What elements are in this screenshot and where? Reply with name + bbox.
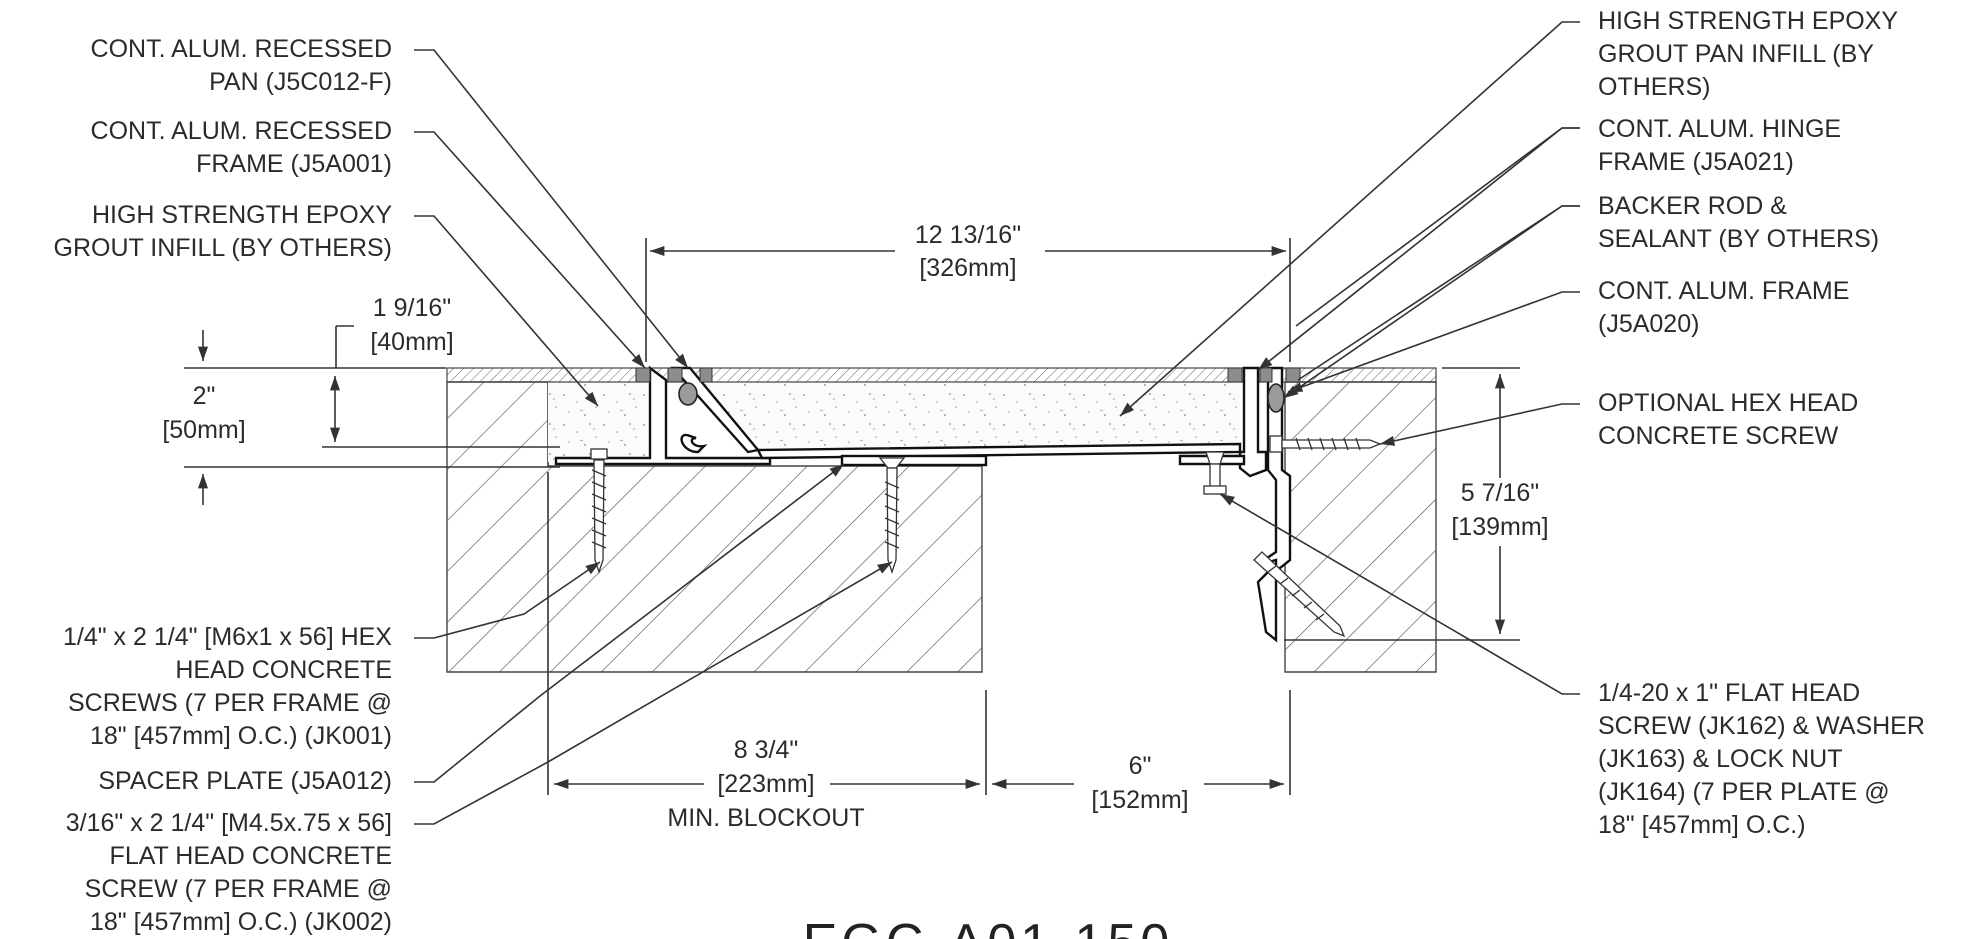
sealant-right-1 bbox=[1227, 367, 1243, 383]
backer-rod-left bbox=[678, 382, 698, 406]
callout-hex-screws-line-1: 1/4" x 2 1/4" [M6x1 x 56] HEX bbox=[63, 623, 392, 651]
dim-overall-width-in: 12 13/16" bbox=[915, 221, 1021, 249]
spacer-plate bbox=[840, 454, 988, 467]
callout-hex-head-screw: OPTIONAL HEX HEAD CONCRETE SCREW bbox=[1598, 389, 1858, 450]
dim-recess-depth-in: 1 9/16" bbox=[373, 294, 451, 322]
epoxy-grout-pan-infill bbox=[700, 382, 1240, 450]
callout-hex-head-screw-line-2: CONCRETE SCREW bbox=[1598, 422, 1839, 450]
callout-backer-rod: BACKER ROD & SEALANT (BY OTHERS) bbox=[1598, 192, 1879, 253]
sealant-left-2 bbox=[667, 367, 683, 383]
dim-frame-depth-in: 5 7/16" bbox=[1461, 479, 1539, 507]
callout-pan-infill: HIGH STRENGTH EPOXY GROUT PAN INFILL (BY… bbox=[1598, 7, 1898, 101]
dim-overall-width-mm: [326mm] bbox=[919, 254, 1016, 282]
callout-alum-frame: CONT. ALUM. FRAME (J5A020) bbox=[1598, 277, 1849, 338]
sealant-left-3 bbox=[699, 367, 713, 383]
callout-epoxy-grout: HIGH STRENGTH EPOXY GROUT INFILL (BY OTH… bbox=[54, 201, 393, 262]
callout-recessed-pan-line-2: PAN (J5C012-F) bbox=[209, 68, 392, 96]
backer-rod-right bbox=[1267, 383, 1285, 413]
callout-recessed-frame: CONT. ALUM. RECESSED FRAME (J5A001) bbox=[91, 117, 392, 178]
angled-hex-head-concrete-screw bbox=[1253, 551, 1346, 638]
dimension-recess-depth bbox=[184, 325, 560, 505]
callout-alum-frame-line-1: CONT. ALUM. FRAME bbox=[1598, 277, 1849, 305]
dimension-frame-depth bbox=[1284, 367, 1556, 641]
dim-side-depth-mm: [50mm] bbox=[162, 416, 245, 444]
callout-epoxy-grout-line-2: GROUT INFILL (BY OTHERS) bbox=[54, 234, 392, 262]
callout-recessed-frame-line-1: CONT. ALUM. RECESSED bbox=[91, 117, 392, 145]
dim-blockout-mm: [223mm] bbox=[717, 770, 814, 798]
dim-gap-in: 6" bbox=[1129, 752, 1152, 780]
callout-pan-infill-line-1: HIGH STRENGTH EPOXY bbox=[1598, 7, 1898, 35]
flat-head-concrete-screw bbox=[878, 457, 906, 575]
optional-hex-head-concrete-screw bbox=[1269, 435, 1382, 453]
dim-recess-depth-mm: [40mm] bbox=[370, 328, 453, 356]
callout-spacer-plate: SPACER PLATE (J5A012) bbox=[98, 767, 392, 795]
callout-flat-head-screws: 3/16" x 2 1/4" [M4.5x.75 x 56] FLAT HEAD… bbox=[66, 809, 392, 936]
callout-spacer-plate-line-1: SPACER PLATE (J5A012) bbox=[98, 767, 392, 795]
callout-flat-head-screws-line-4: 18" [457mm] O.C.) (JK002) bbox=[90, 908, 392, 936]
sealant-right-3 bbox=[1285, 367, 1301, 383]
callout-flat-head-screw-washer-line-5: 18" [457mm] O.C.) bbox=[1598, 811, 1806, 839]
hex-head-concrete-screw-left bbox=[590, 448, 608, 575]
dim-side-depth-in: 2" bbox=[193, 382, 216, 410]
callout-flat-head-screw-washer-line-4: (JK164) (7 PER PLATE @ bbox=[1598, 778, 1890, 806]
callout-epoxy-grout-line-1: HIGH STRENGTH EPOXY bbox=[92, 201, 392, 229]
callout-recessed-pan: CONT. ALUM. RECESSED PAN (J5C012-F) bbox=[91, 35, 392, 96]
callout-hex-screws-line-3: SCREWS (7 PER FRAME @ bbox=[68, 689, 392, 717]
callout-pan-infill-line-3: OTHERS) bbox=[1598, 73, 1711, 101]
callout-pan-infill-line-2: GROUT PAN INFILL (BY bbox=[1598, 40, 1874, 68]
dim-gap-mm: [152mm] bbox=[1091, 786, 1188, 814]
concrete-slab-right bbox=[1284, 381, 1437, 673]
dim-blockout-in: 8 3/4" bbox=[734, 736, 798, 764]
dim-blockout-note: MIN. BLOCKOUT bbox=[667, 804, 864, 832]
callout-recessed-frame-line-2: FRAME (J5A001) bbox=[196, 150, 392, 178]
callout-hex-head-screw-line-1: OPTIONAL HEX HEAD bbox=[1598, 389, 1858, 417]
callout-flat-head-screw-washer: 1/4-20 x 1" FLAT HEAD SCREW (JK162) & WA… bbox=[1598, 679, 1925, 839]
callout-hex-screws-line-4: 18" [457mm] O.C.) (JK001) bbox=[90, 722, 392, 750]
callout-hinge-frame: CONT. ALUM. HINGE FRAME (J5A021) bbox=[1598, 115, 1841, 176]
callout-hinge-frame-line-2: FRAME (J5A021) bbox=[1598, 148, 1794, 176]
callout-hex-screws-line-2: HEAD CONCRETE bbox=[175, 656, 392, 684]
callout-hinge-frame-line-1: CONT. ALUM. HINGE bbox=[1598, 115, 1841, 143]
callout-flat-head-screws-line-2: FLAT HEAD CONCRETE bbox=[110, 842, 392, 870]
callout-flat-head-screw-washer-line-2: SCREW (JK162) & WASHER bbox=[1598, 712, 1925, 740]
callout-flat-head-screw-washer-line-1: 1/4-20 x 1" FLAT HEAD bbox=[1598, 679, 1860, 707]
flat-head-screw-washer-nut bbox=[1203, 451, 1227, 495]
callout-flat-head-screw-washer-line-3: (JK163) & LOCK NUT bbox=[1598, 745, 1843, 773]
callout-recessed-pan-line-1: CONT. ALUM. RECESSED bbox=[91, 35, 392, 63]
leader-lines bbox=[414, 21, 1580, 825]
sealant-left-1 bbox=[635, 367, 651, 383]
callout-backer-rod-line-2: SEALANT (BY OTHERS) bbox=[1598, 225, 1879, 253]
sealant-right-2 bbox=[1259, 367, 1273, 383]
callout-flat-head-screws-line-1: 3/16" x 2 1/4" [M4.5x.75 x 56] bbox=[66, 809, 392, 837]
dim-frame-depth-mm: [139mm] bbox=[1451, 513, 1548, 541]
callout-hex-screws: 1/4" x 2 1/4" [M6x1 x 56] HEX HEAD CONCR… bbox=[63, 623, 392, 750]
drawing-title: EGC-A01-150 bbox=[803, 914, 1174, 939]
dimension-overall-width bbox=[645, 236, 1291, 362]
dimension-blockout bbox=[547, 472, 1291, 798]
callout-backer-rod-line-1: BACKER ROD & bbox=[1598, 192, 1787, 220]
callout-flat-head-screws-line-3: SCREW (7 PER FRAME @ bbox=[85, 875, 392, 903]
callout-alum-frame-line-2: (J5A020) bbox=[1598, 310, 1699, 338]
